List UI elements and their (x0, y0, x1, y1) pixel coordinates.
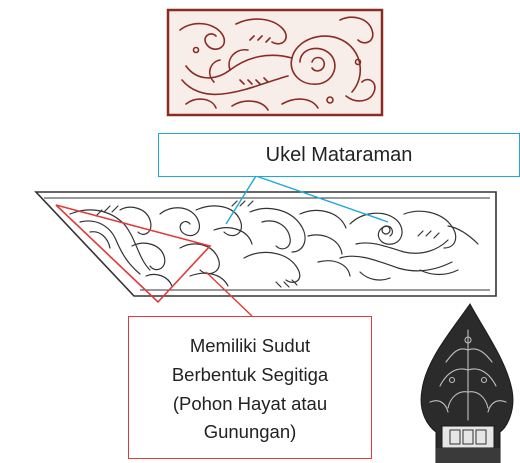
ukel-mataraman-label: Ukel Mataraman (158, 133, 520, 177)
triangle-note-line-3: (Pohon Hayat atau (173, 390, 327, 419)
triangle-note-line-4: Gunungan) (204, 418, 297, 447)
main-carving-strip (36, 192, 496, 302)
top-carving-panel (168, 10, 382, 115)
triangle-note-line-2: Berbentuk Segitiga (172, 361, 328, 390)
triangle-note-line-1: Memiliki Sudut (190, 332, 310, 361)
triangle-note-label: Memiliki Sudut Berbentuk Segitiga (Pohon… (128, 316, 372, 459)
gunungan-wayang-figure (421, 304, 513, 463)
